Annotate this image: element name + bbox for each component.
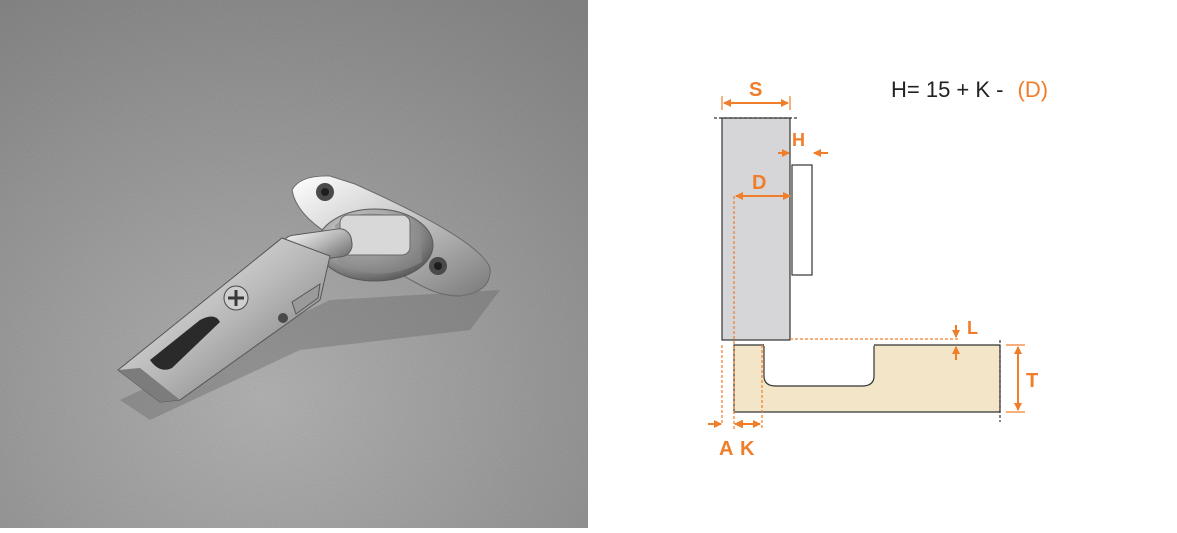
label-S: S [749,79,762,101]
cabinet-side-panel [721,117,791,341]
mounting-plate [791,164,813,276]
diagram-svg: S H D L T A K [708,79,1038,460]
label-K: K [740,438,755,460]
hinge-photo [0,0,588,528]
label-T: T [1026,370,1038,392]
formula-main: H= 15 + K - [891,77,1004,102]
cup-hole [763,344,875,387]
hinge-dimension-diagram: S H D L T A K H= 15 + K - (D) [588,0,1177,528]
formula: H= 15 + K - (D) [891,77,1048,103]
label-D: D [752,172,766,194]
formula-accent: (D) [1017,77,1049,102]
concealed-hinge-photo-icon [0,0,588,528]
label-H: H [792,130,805,150]
label-A: A [719,438,733,460]
label-L: L [967,318,978,338]
